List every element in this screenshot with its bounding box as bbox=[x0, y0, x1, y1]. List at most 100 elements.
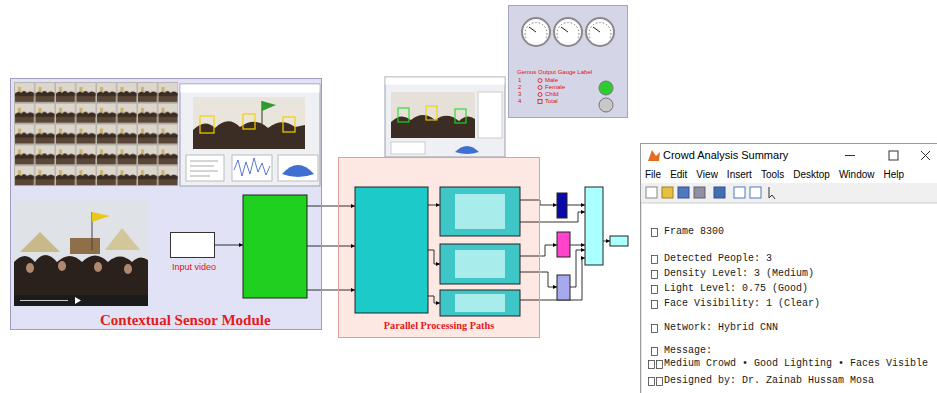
subplot bbox=[186, 155, 224, 181]
frame-montage bbox=[14, 82, 178, 186]
summary-line: Network: Hybrid CNN bbox=[664, 322, 778, 334]
path-subsystem bbox=[440, 290, 520, 316]
signal-wire bbox=[520, 258, 585, 300]
window-titlebar bbox=[641, 144, 937, 167]
signal-wire bbox=[570, 250, 585, 287]
gauge-row-label: Female bbox=[545, 84, 565, 91]
mux-block bbox=[585, 187, 603, 265]
gauge-row-label: Male bbox=[545, 77, 558, 84]
menu-item: Edit bbox=[670, 169, 687, 181]
side-panel bbox=[478, 92, 502, 138]
subplot bbox=[391, 142, 425, 154]
glyph-box bbox=[652, 325, 658, 333]
block-label: Input video bbox=[172, 262, 216, 273]
detection-box bbox=[283, 117, 295, 132]
signal-wire bbox=[603, 241, 610, 242]
gauge-dial bbox=[554, 18, 582, 46]
glyph-box bbox=[657, 361, 663, 369]
input-block: Input video bbox=[170, 232, 215, 258]
play-icon bbox=[75, 297, 81, 304]
signal-wire bbox=[428, 296, 440, 303]
tool-icon bbox=[662, 187, 673, 198]
crowd-silhouette bbox=[391, 115, 475, 138]
subsystem-inner bbox=[455, 194, 505, 229]
summary-line: Frame 8300 bbox=[664, 226, 724, 238]
tent bbox=[105, 228, 140, 250]
panel-fill bbox=[10, 78, 322, 330]
gauge-scale bbox=[525, 22, 547, 38]
subsystem-inner bbox=[455, 250, 505, 278]
menu-row: FileEditViewInsertToolsDesktopWindowHelp bbox=[645, 169, 904, 181]
glyph-box bbox=[652, 229, 658, 237]
status-lamp bbox=[599, 98, 613, 112]
signal-wire bbox=[570, 245, 585, 246]
gauge-table-heading: Gemus Output Gauge Label bbox=[517, 69, 592, 76]
menu-item: Tools bbox=[761, 169, 784, 181]
tent bbox=[20, 232, 60, 252]
tool-icon bbox=[714, 187, 725, 198]
montage-ground bbox=[14, 82, 178, 186]
subplot-lines bbox=[190, 161, 218, 176]
detection-box bbox=[200, 116, 214, 133]
gauge-needle bbox=[529, 27, 536, 32]
glyph-box bbox=[649, 378, 655, 386]
signal-wire bbox=[520, 272, 557, 287]
extraction-block bbox=[355, 187, 428, 313]
frame-image bbox=[193, 97, 305, 149]
gauge-dial bbox=[586, 18, 614, 46]
window-fill bbox=[640, 143, 937, 393]
gauge bbox=[554, 18, 582, 46]
row-icon bbox=[538, 93, 542, 97]
app-icon bbox=[648, 150, 660, 161]
progress-bar bbox=[20, 300, 68, 301]
summary-line: Detected People: 3 bbox=[664, 253, 772, 265]
module-title: Parallel Processing Paths bbox=[339, 320, 539, 332]
summary-line: Density Level: 3 (Medium) bbox=[664, 268, 814, 280]
path-subsystem bbox=[440, 187, 520, 236]
figure-window: FileEditViewInsertToolsDesktopWindowHelp… bbox=[640, 143, 937, 393]
summary-line: Medium Crowd • Good Lighting • Faces Vis… bbox=[664, 358, 928, 370]
menu-item: View bbox=[696, 169, 718, 181]
panel-fill bbox=[338, 157, 540, 338]
text-area bbox=[641, 203, 937, 393]
summary-line: Designed by: Dr. Zainab Hussam Mosa bbox=[664, 375, 874, 387]
frame-image bbox=[391, 92, 475, 138]
crowd-silhouette bbox=[14, 255, 148, 295]
signal-wire bbox=[520, 245, 557, 256]
tool-icon bbox=[750, 187, 761, 198]
glyph-box bbox=[652, 348, 658, 356]
summary-line: Light Level: 0.75 (Good) bbox=[664, 283, 808, 295]
glyph-box bbox=[652, 256, 658, 264]
menu-bar bbox=[641, 167, 937, 183]
gain-block bbox=[557, 193, 567, 218]
missing-glyphs bbox=[649, 229, 663, 386]
signal-wire bbox=[307, 246, 355, 247]
tool-icon bbox=[694, 187, 705, 198]
tool-icon bbox=[678, 187, 689, 198]
gauge bbox=[522, 18, 550, 46]
summary-line: Face Visibility: 1 (Clear) bbox=[664, 298, 820, 310]
menu-item: Help bbox=[884, 169, 905, 181]
face bbox=[124, 264, 132, 274]
summary-line: Message: bbox=[664, 345, 712, 357]
gain-block bbox=[557, 232, 570, 257]
glyph-box bbox=[652, 271, 658, 279]
gauge-scale bbox=[557, 22, 579, 38]
tent bbox=[70, 238, 100, 254]
glyph-box bbox=[652, 301, 658, 309]
gauge-row-label: Total bbox=[545, 98, 558, 105]
menu-item: File bbox=[645, 169, 661, 181]
flag bbox=[92, 212, 110, 222]
gauge-row-number: 3 bbox=[518, 91, 521, 98]
video-frame bbox=[14, 199, 148, 306]
path-subsystem bbox=[440, 244, 520, 284]
detection-box bbox=[426, 106, 437, 120]
signal-wire bbox=[428, 250, 440, 264]
gauge-panel: Gemus Output Gauge Label1Male2Female3Chi… bbox=[508, 5, 628, 118]
gauge-needle bbox=[561, 27, 568, 32]
module-panel: Input videoContextual Sensor Module bbox=[10, 78, 322, 330]
surface-plot bbox=[455, 146, 479, 154]
row-icon bbox=[538, 100, 542, 104]
flag bbox=[262, 101, 276, 111]
window-title: Crowd Analysis Summary bbox=[663, 149, 788, 162]
